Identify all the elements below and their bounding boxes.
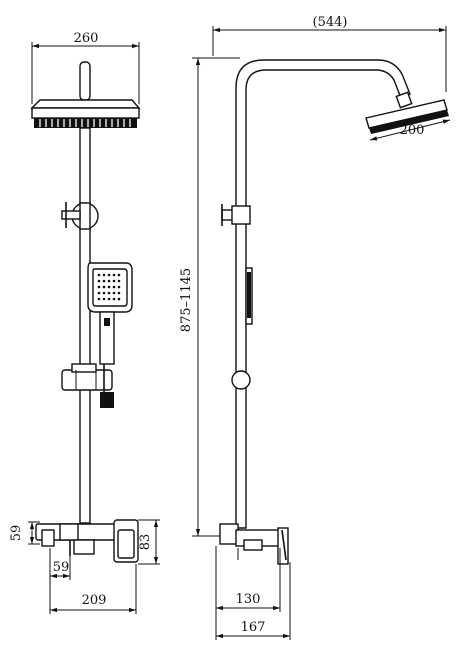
front-hand-shower xyxy=(87,262,133,365)
side-base-167-label: 167 xyxy=(241,620,266,635)
head-diameter-label: 200 xyxy=(400,123,425,138)
front-mixer-valve xyxy=(35,519,139,563)
front-riser-pipe xyxy=(79,127,91,524)
front-mixer-height-right-label: 83 xyxy=(138,534,153,551)
side-diverter-valve xyxy=(221,204,251,226)
front-view: 260 xyxy=(9,31,160,614)
side-base-130-label: 130 xyxy=(236,592,261,607)
height-range-label: 875–1145 xyxy=(179,268,194,332)
front-diverter-valve xyxy=(61,202,99,230)
front-top-width-label: 260 xyxy=(74,31,99,46)
front-lower-59-label: 59 xyxy=(53,560,70,575)
front-overhead-shower-head xyxy=(30,99,141,128)
side-slider-knob xyxy=(231,370,251,390)
front-mixer-height-left-label: 59 xyxy=(9,525,24,542)
front-hose xyxy=(100,364,114,408)
side-hand-shower xyxy=(245,267,253,325)
side-view: (544) 875–1145 200 xyxy=(179,15,451,640)
side-mixer-valve xyxy=(219,523,289,565)
front-base-width-label: 209 xyxy=(82,593,107,608)
front-top-pipe xyxy=(79,61,91,101)
front-sliding-bracket xyxy=(61,363,113,391)
side-reach-label: (544) xyxy=(313,15,348,30)
